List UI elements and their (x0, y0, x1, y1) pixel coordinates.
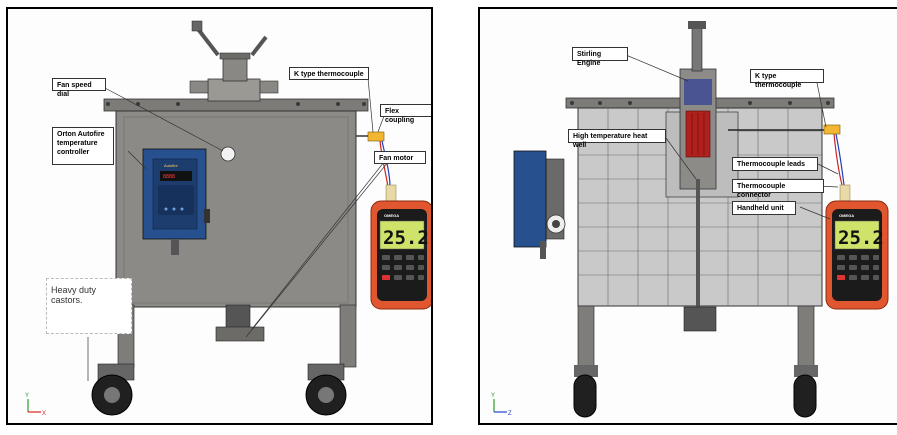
left-leg-right (577, 305, 595, 369)
right-furnace-drawing: OMEGA 25.2 Y Z (491, 21, 889, 418)
left-castor (91, 363, 135, 416)
label-k-type-thermocouple: K type thermocouple (289, 67, 369, 80)
controller-brand: Autofire (164, 163, 179, 168)
handheld-thermometer-right: OMEGA 25.2 (825, 184, 889, 310)
fan-motor-right (683, 306, 717, 332)
axis-triad-right: Y Z (491, 393, 512, 417)
label-fan-motor: Fan motor (374, 151, 426, 164)
left-leader-lines (87, 77, 389, 381)
heat-well-rod (696, 179, 700, 307)
left-castor-right (573, 365, 598, 418)
right-leader-lines (625, 54, 839, 220)
svg-text:Y: Y (25, 393, 29, 399)
right-panel-furnace-section: OMEGA 25.2 Y Z Stirling Engine (478, 7, 897, 425)
thermocouple-lead-red (379, 140, 389, 188)
right-leg (339, 304, 357, 368)
thermocouple-lead-red-right (833, 133, 843, 186)
left-furnace-drawing: Autofire 8888 (25, 20, 431, 417)
right-castor-right (793, 365, 818, 418)
meter-lcd-right (834, 220, 880, 250)
axis-triad-left: Y X (25, 393, 46, 417)
label-handheld-unit: Handheld unit (732, 201, 796, 215)
fan-motor-housing (225, 304, 251, 330)
label-heavy-duty-castors: Heavy duty castors. (46, 278, 132, 334)
meter-lcd (379, 220, 425, 250)
thermocouple-lead-blue-right (835, 133, 845, 186)
label-flex-coupling: Flex coupling (380, 104, 431, 124)
svg-text:X: X (42, 411, 46, 417)
right-castor (305, 363, 347, 416)
meter-reading: 25.2 (383, 227, 429, 249)
label-orton-controller: Orton Autofire temperature controller (52, 127, 114, 165)
label-k-type-thermocouple-right: K type thermocouple (750, 69, 824, 89)
controller-side-view (513, 150, 566, 259)
label-stirling-engine: Stirling Engine (572, 47, 628, 67)
fan-speed-dial-knob (220, 146, 236, 162)
label-fan-speed-dial: Fan speed dial (52, 78, 106, 98)
stirling-engine-top (189, 20, 279, 102)
stirling-engine-section (679, 21, 717, 190)
thermocouple-connector (367, 131, 385, 142)
label-thermocouple-leads: Thermocouple leads (732, 157, 818, 171)
label-heat-well: High temperature heat well (568, 129, 666, 149)
svg-text:8888: 8888 (163, 174, 175, 180)
meter-brand-right: OMEGA (839, 213, 854, 218)
orton-controller-box: Autofire 8888 (142, 148, 210, 255)
meter-brand: OMEGA (384, 213, 399, 218)
thermocouple-connector-right (823, 124, 841, 135)
left-panel-furnace-exterior: Autofire 8888 (6, 7, 433, 425)
svg-text:Y: Y (491, 393, 495, 399)
handheld-thermometer-left: OMEGA 25.2 (370, 184, 431, 310)
svg-text:Z: Z (508, 411, 512, 417)
thermocouple-lead-blue (381, 140, 391, 188)
meter-reading-right: 25.2 (838, 227, 884, 249)
label-thermocouple-connector: Thermocouple connector (732, 179, 824, 199)
right-leg-right (797, 305, 815, 369)
lid-bolts (106, 102, 366, 106)
